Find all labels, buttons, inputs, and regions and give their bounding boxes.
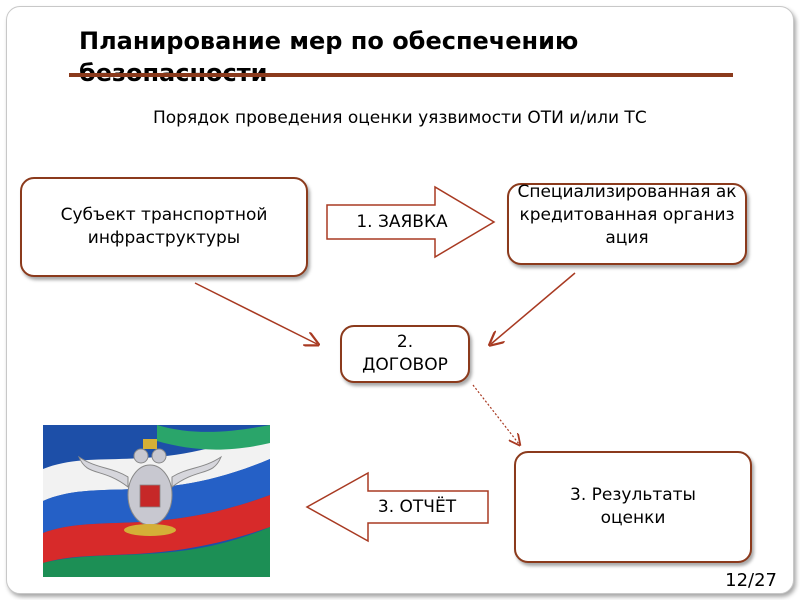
request-arrow	[326, 185, 496, 259]
contract-box-label: 2. ДОГОВОР	[362, 332, 448, 375]
organization-box: Специализированная аккредитованная орган…	[507, 182, 747, 265]
slide-subtitle: Порядок проведения оценки уязвимости ОТИ…	[153, 108, 647, 128]
connector-org-contract	[491, 272, 576, 344]
subject-box: Субъект транспортной инфраструктуры	[20, 177, 308, 277]
emblem-image	[43, 425, 270, 577]
report-arrow-label: 3. ОТЧЁТ	[377, 497, 457, 517]
connector-contract-results	[472, 384, 519, 444]
organization-box-label: Специализированная аккредитованная орган…	[517, 182, 737, 248]
diagram-connectors	[43, 185, 576, 577]
results-box-label: 3. Результаты оценки	[570, 485, 696, 528]
slide: Планирование мер по обеспечению безопасн…	[6, 6, 794, 594]
page-number: 12/27	[725, 570, 777, 591]
report-arrow	[305, 471, 489, 543]
contract-box: 2. ДОГОВОР	[340, 325, 470, 383]
title-underline	[69, 73, 733, 77]
connector-subject-contract	[194, 282, 317, 344]
subject-box-label: Субъект транспортной инфраструктуры	[60, 205, 268, 248]
results-box: 3. Результаты оценки	[514, 451, 752, 563]
request-arrow-label: 1. ЗАЯВКА	[356, 212, 448, 232]
